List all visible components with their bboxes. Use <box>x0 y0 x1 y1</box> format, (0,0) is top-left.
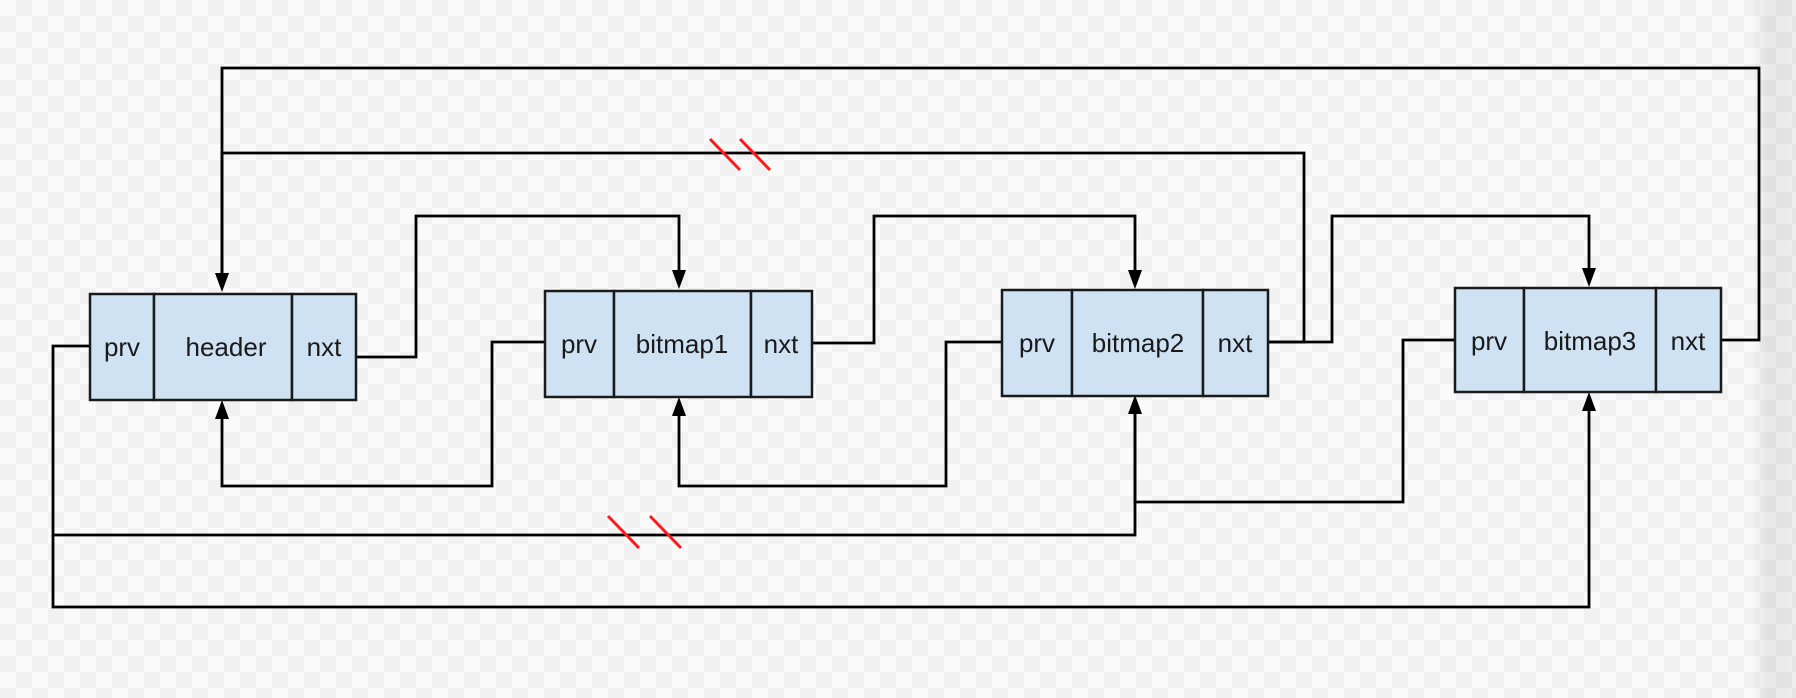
node-bitmap3-prv-cell <box>1453 286 1526 394</box>
node-bitmap1-name-cell <box>612 289 753 399</box>
node-header-name-cell <box>152 292 294 402</box>
link-bitmap2-nxt-to-bitmap3 <box>1268 214 1591 344</box>
node-bitmap3-prv-label: prv <box>1471 326 1507 356</box>
node-bitmap2-name-label: bitmap2 <box>1092 328 1185 358</box>
link-bitmap2-prv-to-bitmap1 <box>677 340 1002 488</box>
arrowhead-into-bitmap2-bottom <box>1128 395 1142 414</box>
node-bitmap1-nxt-cell <box>749 289 814 399</box>
node-bitmap3: prv bitmap3 nxt <box>1453 286 1723 394</box>
arrowhead-into-bitmap1-top <box>672 270 686 289</box>
node-bitmap1-name-label: bitmap1 <box>636 329 729 359</box>
arrowhead-into-bitmap1-bottom <box>672 397 686 416</box>
node-header-nxt-cell <box>290 292 358 402</box>
arrowhead-into-header-bottom <box>215 400 229 419</box>
node-bitmap2-nxt-label: nxt <box>1218 328 1253 358</box>
node-bitmap3-name-label: bitmap3 <box>1544 326 1637 356</box>
node-bitmap1-prv-cell <box>543 289 616 399</box>
arrowhead-into-bitmap3-bottom <box>1582 392 1596 411</box>
arrowhead-into-bitmap3-top <box>1582 268 1596 287</box>
node-bitmap1: prv bitmap1 nxt <box>543 289 814 399</box>
node-bitmap3-nxt-cell <box>1654 286 1723 394</box>
link-bitmap3-nxt-to-header <box>220 66 1761 342</box>
node-bitmap3-nxt-label: nxt <box>1671 326 1706 356</box>
broken-link-marker-top <box>708 137 772 172</box>
right-edge-shadow <box>1752 0 1796 698</box>
node-header-nxt-label: nxt <box>307 332 342 362</box>
broken-link-marker-bottom <box>606 514 683 550</box>
link-bitmap1-prv-to-header <box>220 340 545 488</box>
node-bitmap2-prv-label: prv <box>1019 328 1055 358</box>
node-bitmap1-prv-label: prv <box>561 329 597 359</box>
node-bitmap2-nxt-cell <box>1201 288 1270 398</box>
node-header-prv-label: prv <box>104 332 140 362</box>
node-bitmap2: prv bitmap2 nxt <box>1000 288 1270 398</box>
node-bitmap3-name-cell <box>1522 286 1658 394</box>
node-bitmap2-name-cell <box>1070 288 1205 398</box>
link-bitmap1-nxt-to-bitmap2 <box>812 214 1137 345</box>
arrowhead-into-header-top <box>215 273 229 292</box>
arrowhead-into-bitmap2-top <box>1128 270 1142 289</box>
link-header-nxt-to-bitmap1 <box>356 214 681 359</box>
link-header-prv-to-bitmap3 <box>51 398 1591 609</box>
node-header: prv header nxt <box>88 292 358 402</box>
node-header-name-label: header <box>186 332 267 362</box>
node-bitmap2-prv-cell <box>1000 288 1074 398</box>
node-bitmap1-nxt-label: nxt <box>764 329 799 359</box>
